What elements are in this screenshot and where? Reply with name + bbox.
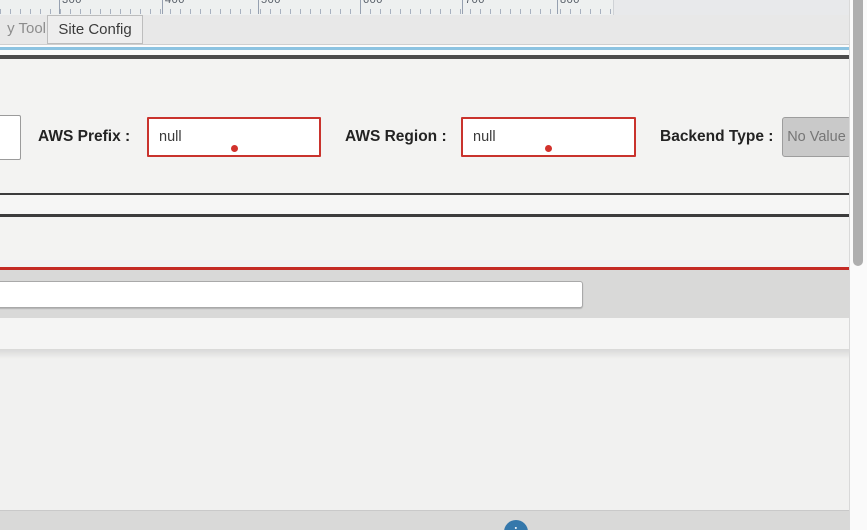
- spacer-strip: [0, 45, 849, 47]
- backend-type-label: Backend Type :: [660, 128, 774, 145]
- vertical-scrollbar[interactable]: [849, 0, 867, 530]
- ruler-number: 700: [465, 0, 485, 6]
- ruler-major-tick: [360, 0, 361, 14]
- aws-prefix-field: [147, 117, 321, 157]
- dark-divider: [0, 55, 849, 59]
- ruler-major-tick: [59, 0, 60, 14]
- error-divider-line: [0, 267, 849, 270]
- subheader-band: [0, 318, 849, 349]
- accent-line: [0, 47, 849, 50]
- ruler-minor-ticks: [0, 9, 613, 14]
- ruler-major-tick: [162, 0, 163, 14]
- aws-prefix-label: AWS Prefix :: [38, 128, 131, 145]
- spacer-strip: [0, 50, 849, 55]
- ruler-major-tick: [557, 0, 558, 14]
- bottom-bar: i: [0, 510, 849, 530]
- section-divider-bottom: [0, 214, 849, 217]
- section-band: [0, 195, 849, 214]
- aws-region-input[interactable]: [461, 117, 636, 157]
- tab-site-config[interactable]: Site Config: [47, 15, 143, 44]
- filter-bar: [0, 270, 849, 318]
- validation-error-dot: [545, 145, 552, 152]
- scrollbar-thumb[interactable]: [853, 0, 863, 266]
- horizontal-ruler: 300 400 500 600 700 800: [0, 0, 849, 15]
- ruler-number: 500: [261, 0, 281, 6]
- filter-input[interactable]: [0, 281, 583, 308]
- aws-region-label: AWS Region :: [345, 128, 447, 145]
- validation-error-dot: [230, 145, 238, 152]
- ruler-tick-area: 300 400 500 600 700 800: [0, 0, 614, 15]
- backend-type-value-button[interactable]: No Value: [782, 117, 851, 157]
- content-area: [0, 349, 849, 510]
- tab-bar: y Tool Site Config: [0, 15, 849, 45]
- ruler-number: 400: [165, 0, 185, 6]
- help-fab-button[interactable]: i: [504, 520, 528, 530]
- ruler-major-tick: [258, 0, 259, 14]
- ruler-major-tick: [462, 0, 463, 14]
- aws-region-field: [461, 117, 636, 157]
- info-icon: i: [503, 520, 527, 530]
- ruler-number: 600: [363, 0, 383, 6]
- ruler-number: 300: [62, 0, 82, 6]
- section-divider-top: [0, 193, 849, 195]
- ruler-number: 800: [560, 0, 580, 6]
- left-edge-input[interactable]: [0, 115, 21, 160]
